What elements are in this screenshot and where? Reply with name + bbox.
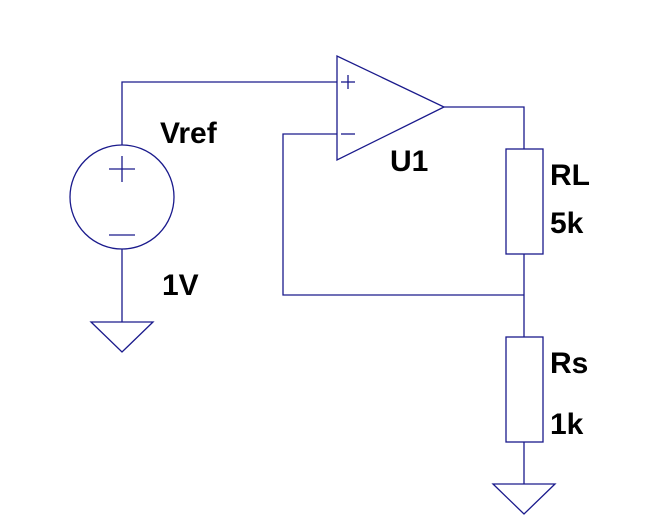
rs-name-label: Rs (550, 347, 588, 380)
rs-value-label: 1k (550, 408, 584, 441)
vref-source-body (69, 144, 175, 250)
u1-name-label: U1 (390, 145, 428, 178)
wires (121, 81, 525, 484)
u1-op-amp (336, 54, 446, 162)
op-amp-triangle (336, 54, 446, 162)
vref-voltage-source (69, 144, 175, 250)
rl-value-label: 5k (550, 207, 584, 240)
wire-output-to-rl (444, 106, 525, 149)
rl-name-label: RL (550, 159, 590, 192)
wire-feedback-to-inverting (282, 133, 524, 296)
ground-icon-rs (491, 483, 557, 515)
rl-resistor-body (505, 148, 544, 255)
wire-vref-to-noninverting (121, 81, 337, 145)
vref-value-label: 1V (162, 269, 199, 302)
ground-icon-vref (89, 321, 155, 353)
rs-resistor-body (505, 336, 544, 443)
vref-name-label: Vref (160, 117, 218, 150)
